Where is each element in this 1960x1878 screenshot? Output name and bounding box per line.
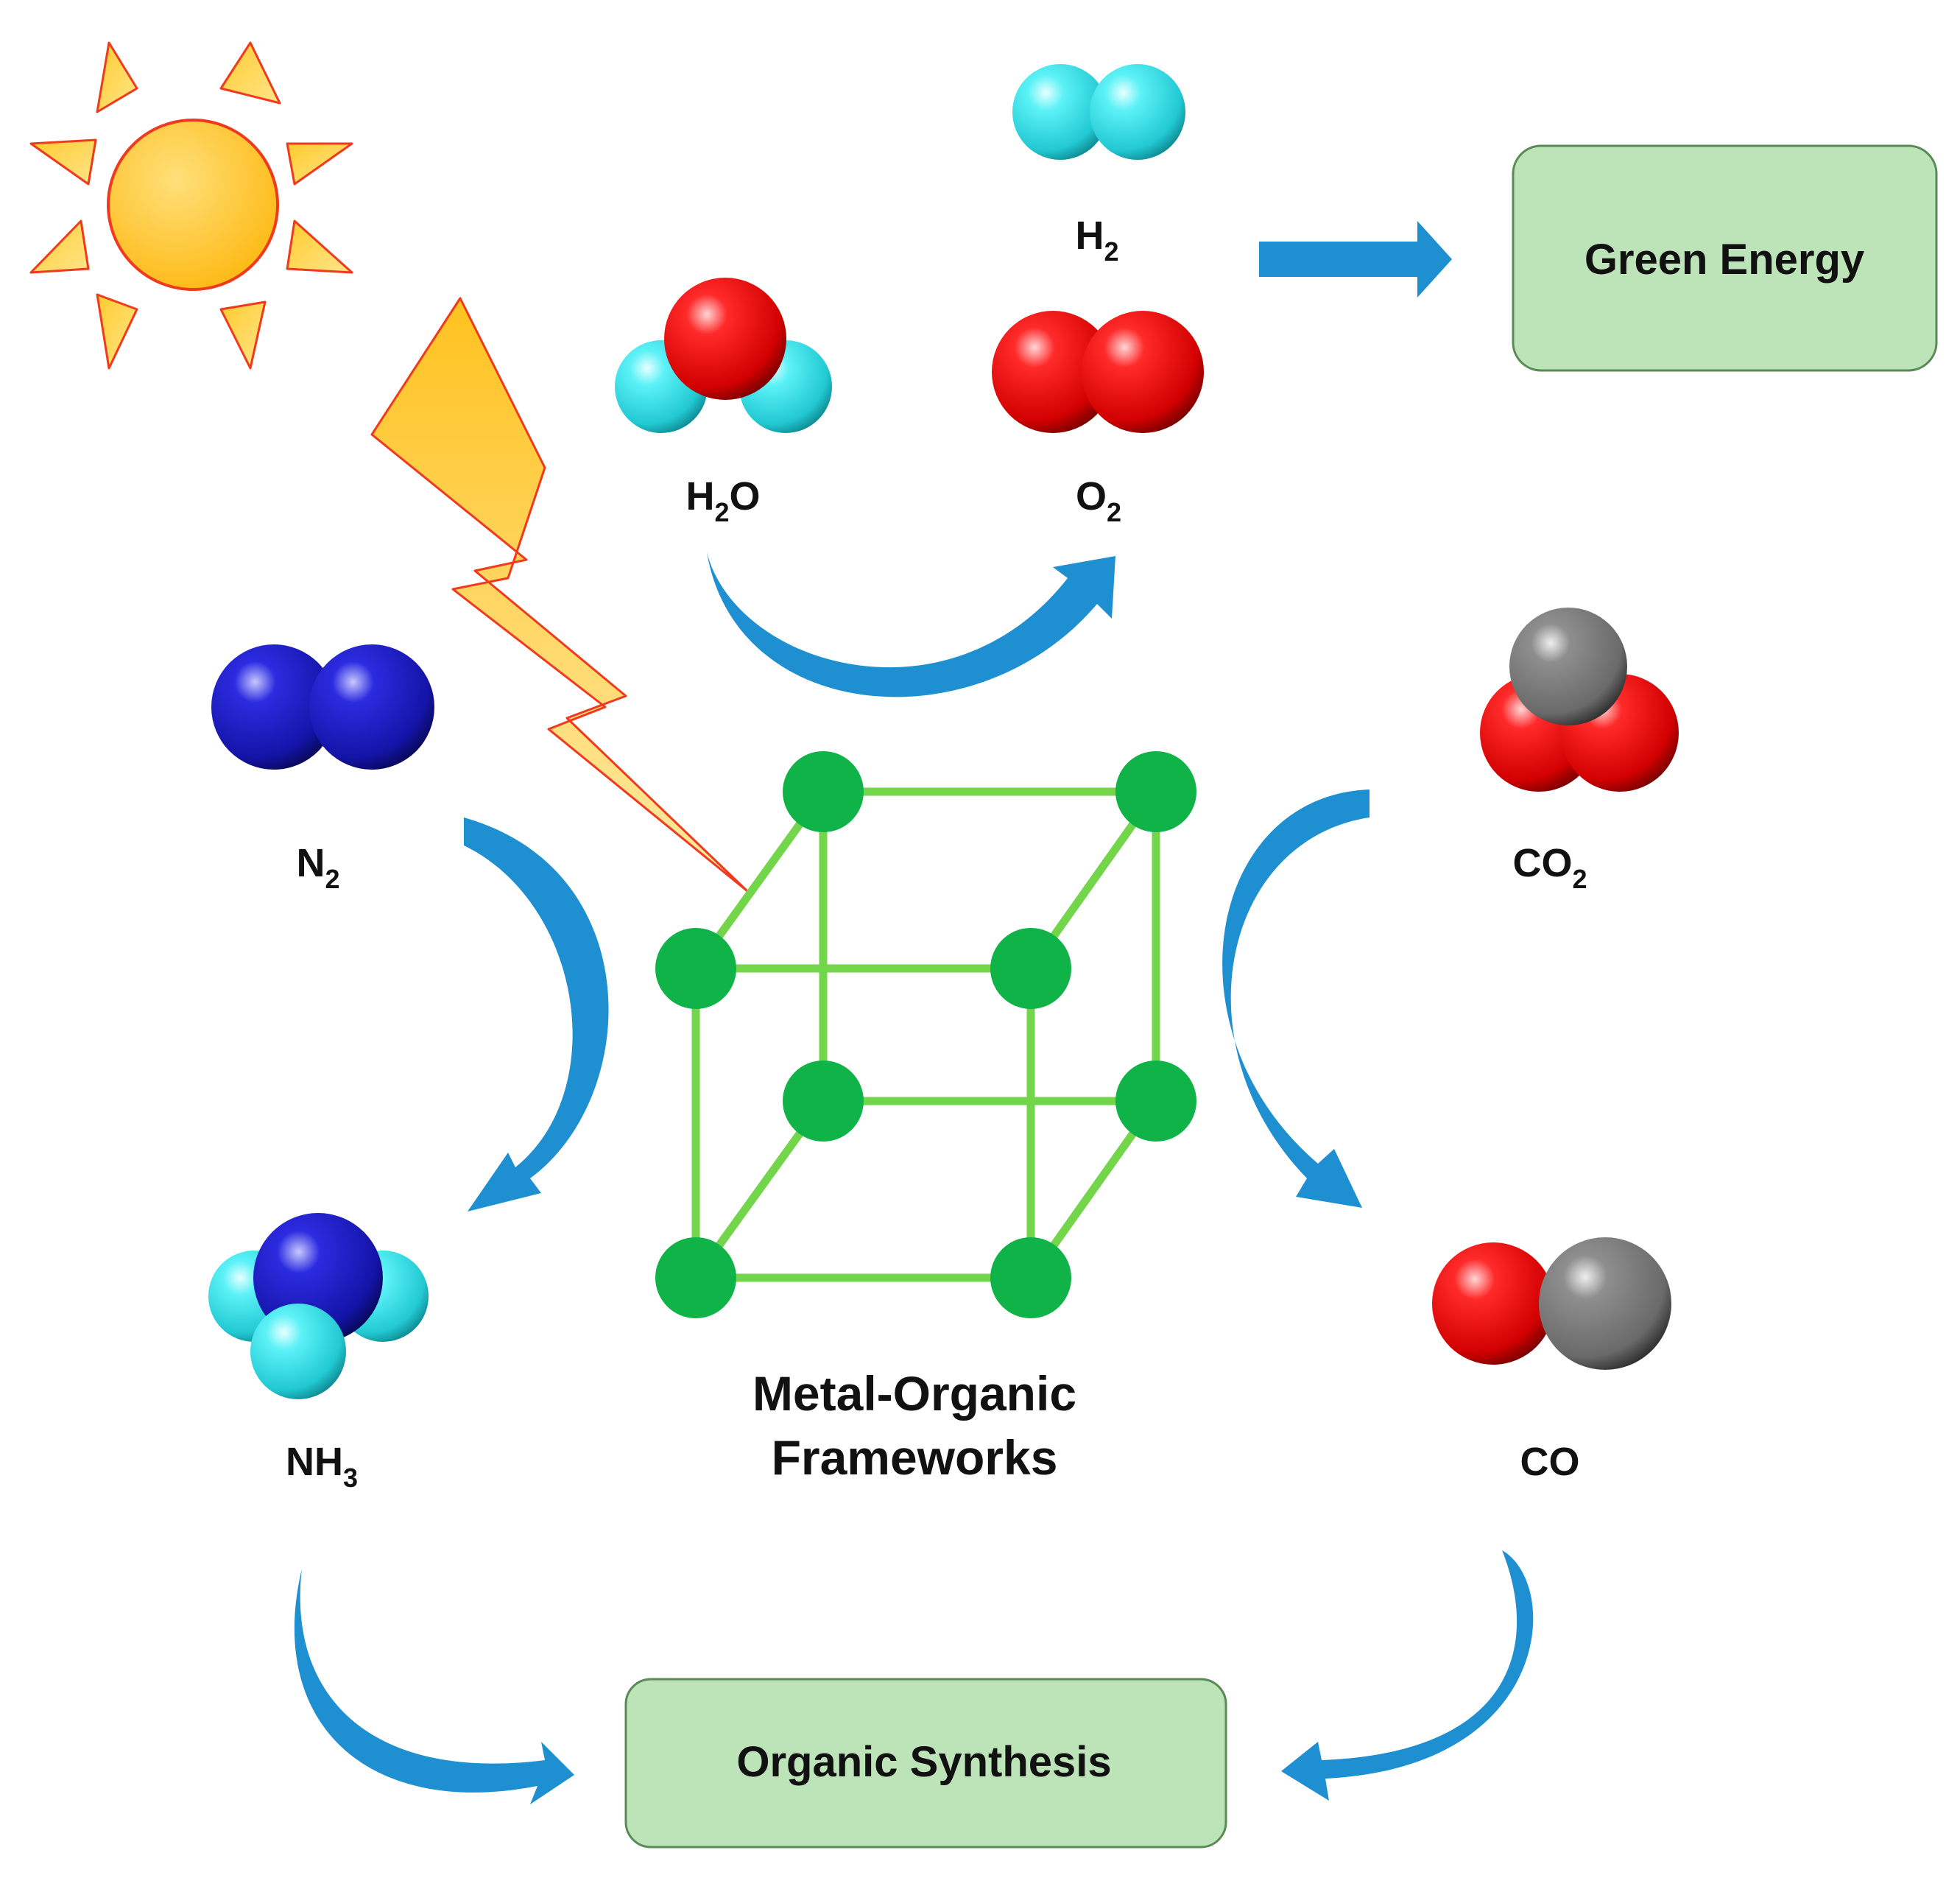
label-co: CO (1520, 1440, 1580, 1484)
o2-molecule-icon (992, 311, 1204, 433)
arrow-nh3-to-synthesis (294, 1569, 574, 1804)
label-nh3: NH3 (286, 1440, 358, 1493)
green-energy-label: Green Energy (1584, 236, 1864, 284)
label-o2: O2 (1076, 474, 1121, 527)
arrow-n2-to-nh3 (464, 817, 609, 1211)
organic-synthesis-box: Organic Synthesis (624, 1678, 1227, 1849)
co2-molecule-icon (1480, 608, 1679, 792)
n2-molecule-icon (211, 644, 434, 770)
curved-arrows (294, 552, 1534, 1804)
mof-title-line2: Frameworks (772, 1430, 1058, 1485)
co-molecule-icon (1432, 1237, 1671, 1370)
mof-title-line1: Metal-Organic (752, 1366, 1076, 1421)
sun-disc (107, 119, 279, 291)
label-co2: CO2 (1512, 841, 1587, 894)
sun-icon (29, 41, 353, 370)
arrow-to-green-energy (1259, 221, 1452, 298)
framework-links (691, 787, 1160, 1282)
label-n2: N2 (296, 841, 339, 894)
h2-molecule-icon (1012, 64, 1185, 160)
nh3-molecule-icon (208, 1213, 429, 1399)
green-energy-box: Green Energy (1512, 144, 1938, 372)
sun-rays (29, 41, 353, 370)
label-h2: H2 (1075, 214, 1118, 267)
h2o-molecule-icon (615, 278, 832, 433)
label-h2o: H2O (685, 474, 760, 527)
mof-framework-icon (655, 751, 1196, 1318)
framework-nodes (655, 751, 1196, 1318)
arrow-co2-to-co (1222, 789, 1369, 1208)
arrow-co-to-synthesis (1281, 1550, 1534, 1801)
organic-synthesis-label: Organic Synthesis (736, 1738, 1111, 1786)
arrow-h2o-to-o2 (707, 552, 1115, 697)
